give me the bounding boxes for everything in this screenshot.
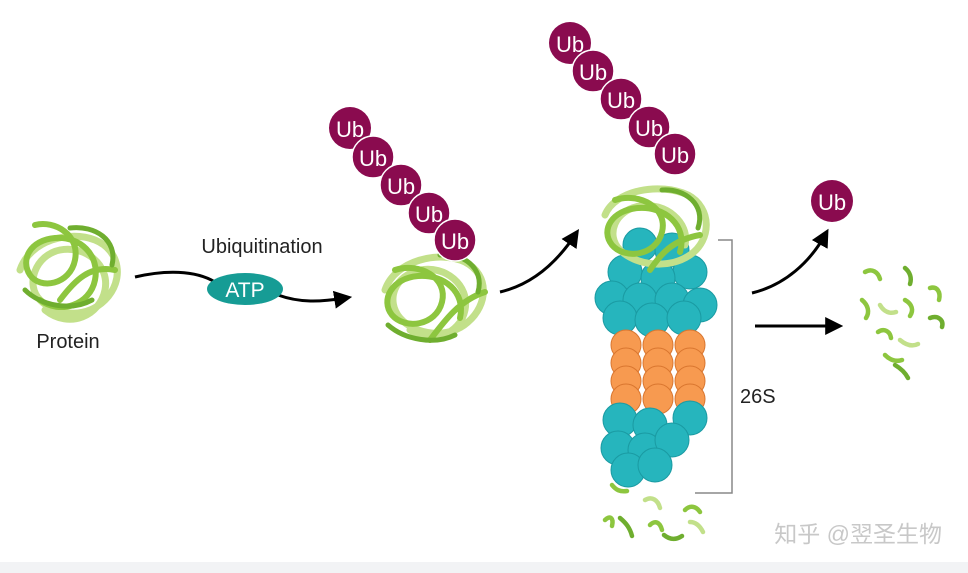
protein-label: Protein bbox=[36, 331, 99, 353]
protein-in-proteasome-icon bbox=[601, 185, 710, 273]
ub-icon: Ub bbox=[379, 163, 423, 207]
ub-icon: Ub bbox=[571, 49, 615, 93]
ubiquitin-chain-2: Ub Ub Ub Ub Ub bbox=[549, 22, 697, 176]
arrow-to-proteasome bbox=[499, 229, 579, 294]
arrow-to-atp bbox=[134, 270, 216, 284]
svg-text:Ub: Ub bbox=[336, 117, 364, 142]
protein-icon bbox=[16, 221, 121, 323]
ub-icon: Ub bbox=[407, 191, 451, 235]
ub-icon: Ub bbox=[329, 107, 371, 149]
watermark-text: 知乎 @翌圣生物 bbox=[774, 521, 942, 547]
bottom-strip bbox=[0, 562, 968, 573]
ub-icon: Ub bbox=[627, 105, 671, 149]
ub-icon: Ub bbox=[433, 218, 477, 262]
peptide-fragments-right-icon bbox=[859, 265, 945, 381]
ub-icon: Ub bbox=[653, 132, 697, 176]
atp-badge: ATP bbox=[207, 273, 283, 305]
svg-text:Ub: Ub bbox=[607, 88, 635, 113]
peptide-fragments-bottom-icon bbox=[602, 482, 706, 542]
svg-text:Ub: Ub bbox=[635, 116, 663, 141]
ubiquitin-chain-1: Ub Ub Ub Ub Ub bbox=[329, 107, 477, 262]
svg-text:Ub: Ub bbox=[579, 60, 607, 85]
arrow-to-free-ub bbox=[751, 228, 829, 295]
svg-text:Ub: Ub bbox=[556, 32, 584, 57]
ub-icon: Ub bbox=[599, 77, 643, 121]
ubiquitination-label: Ubiquitination bbox=[201, 236, 322, 258]
svg-text:Ub: Ub bbox=[818, 190, 846, 215]
svg-text:Ub: Ub bbox=[415, 202, 443, 227]
svg-text:Ub: Ub bbox=[359, 146, 387, 171]
ub-icon: Ub bbox=[351, 135, 395, 179]
ubiquitinated-protein-icon bbox=[381, 252, 488, 343]
proteasome-icon bbox=[594, 227, 718, 488]
proteasome-label: 26S bbox=[740, 386, 776, 408]
atp-label: ATP bbox=[225, 279, 264, 302]
arrow-to-ubiquitinated bbox=[277, 290, 353, 309]
svg-text:Ub: Ub bbox=[661, 143, 689, 168]
proteasome-bracket bbox=[695, 239, 733, 494]
free-ub-icon: Ub bbox=[811, 180, 853, 222]
svg-text:Ub: Ub bbox=[441, 229, 469, 254]
svg-text:Ub: Ub bbox=[387, 174, 415, 199]
